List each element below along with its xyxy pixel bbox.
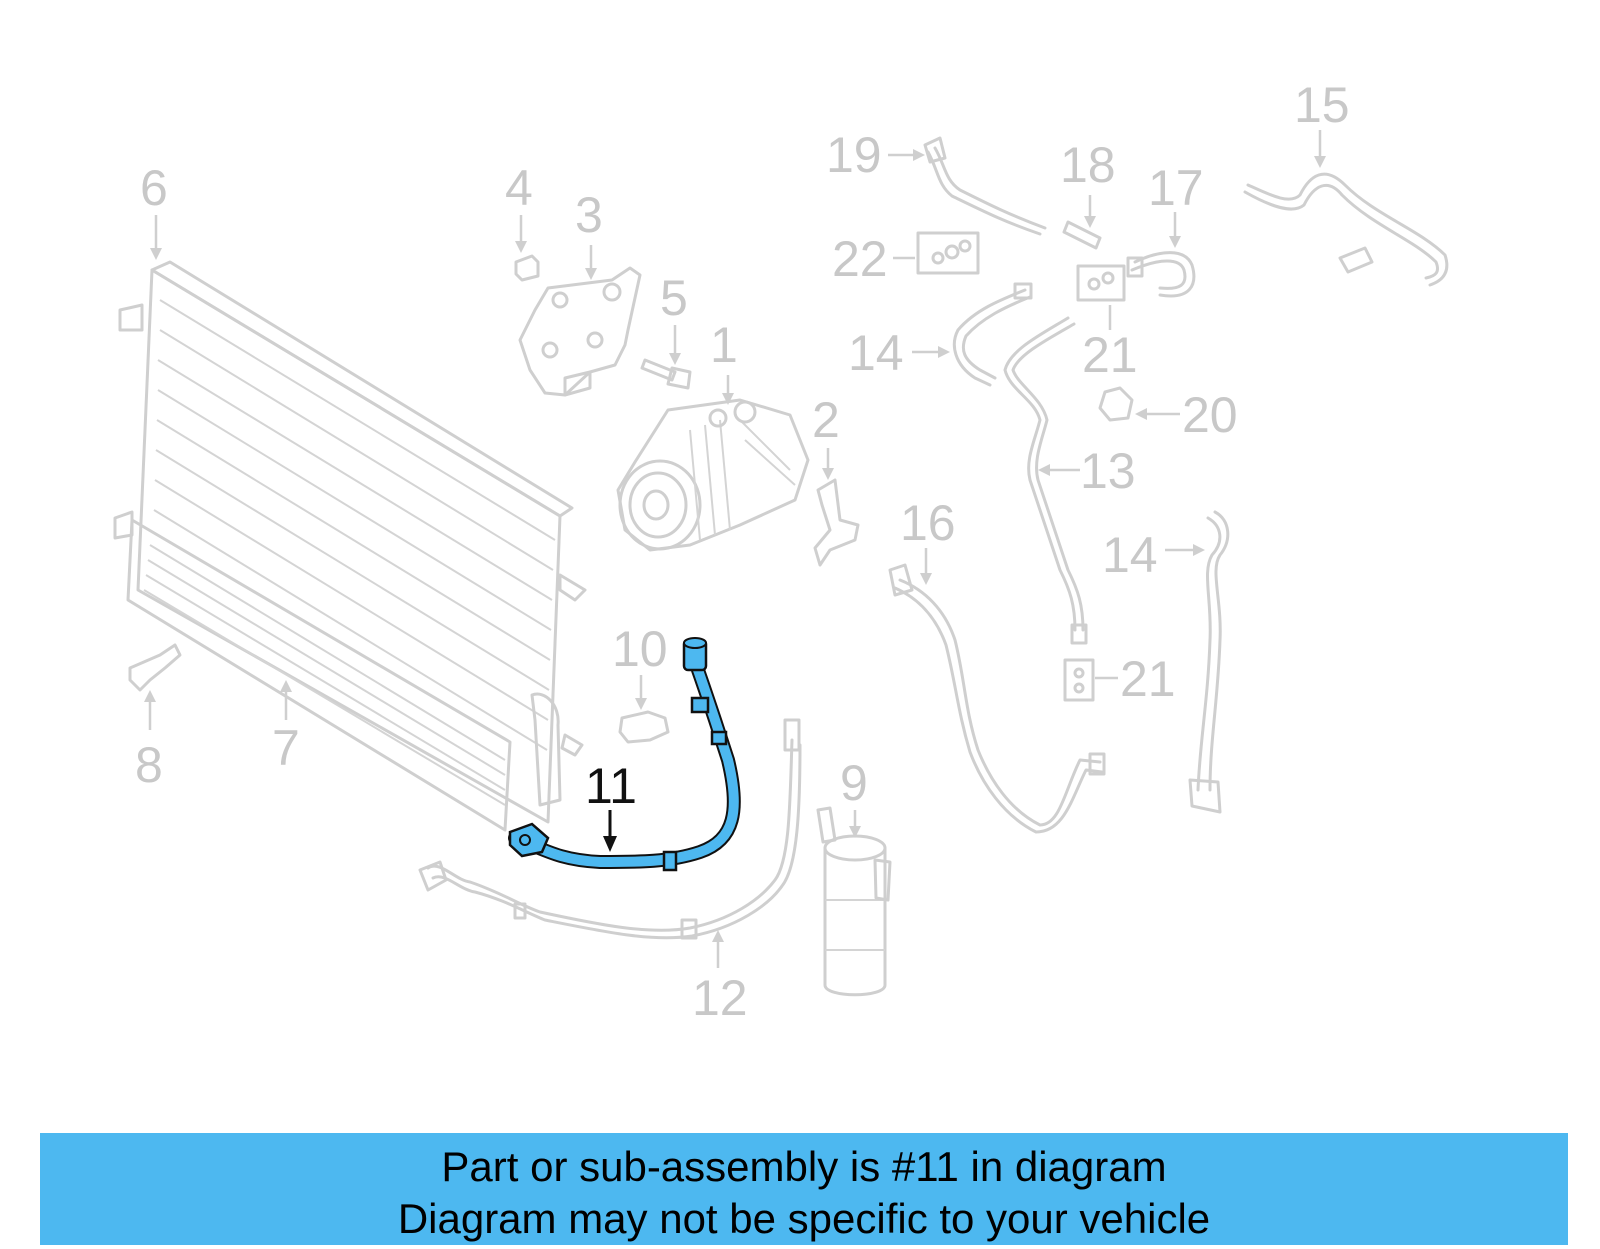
oring-kit-21-upper-part[interactable] xyxy=(1076,264,1126,302)
oring-kit-21-lower-part[interactable] xyxy=(1063,658,1095,702)
banner-line-1: Part or sub-assembly is #11 in diagram xyxy=(441,1143,1167,1190)
banner-line-2: Diagram may not be specific to your vehi… xyxy=(397,1195,1211,1242)
callout-21-upper: 21 xyxy=(1082,327,1138,383)
bracket-2-part[interactable] xyxy=(813,478,860,567)
callout-11-leader xyxy=(603,810,617,852)
condenser-part[interactable] xyxy=(113,260,587,832)
callout-6: 6 xyxy=(140,160,168,216)
nut-4-part[interactable] xyxy=(514,254,540,282)
hose-17-part[interactable] xyxy=(1126,251,1196,298)
oring-kit-22-part[interactable] xyxy=(916,231,980,275)
line-19-part[interactable] xyxy=(923,136,1047,236)
callout-18: 18 xyxy=(1060,137,1116,193)
bolt-5-part[interactable] xyxy=(640,358,692,390)
bracket-8-part[interactable] xyxy=(128,643,182,692)
callout-12: 12 xyxy=(692,970,748,1026)
line-13-part[interactable] xyxy=(1003,316,1088,645)
hose-12-part[interactable] xyxy=(418,718,802,940)
callout-11: 11 xyxy=(585,758,637,814)
valve-18-part[interactable] xyxy=(1062,220,1102,250)
pressure-switch-part[interactable] xyxy=(618,710,670,744)
callout-13: 13 xyxy=(1080,443,1136,499)
receiver-drier-part[interactable] xyxy=(816,806,892,997)
callout-8: 8 xyxy=(135,737,163,793)
callout-16: 16 xyxy=(900,495,956,551)
hose-16-part[interactable] xyxy=(888,563,1106,834)
parts-diagram: 1 2 3 4 5 6 7 8 9 10 11 12 13 14 14 15 1… xyxy=(113,77,1449,1026)
callout-1: 1 xyxy=(710,317,738,373)
callout-22: 22 xyxy=(832,231,888,287)
callout-4: 4 xyxy=(505,160,533,216)
hose-14-lower-part[interactable] xyxy=(1188,510,1230,814)
switch-20-part[interactable] xyxy=(1098,386,1134,422)
hose-15-part[interactable] xyxy=(1243,172,1449,287)
callout-14-lower: 14 xyxy=(1102,527,1158,583)
callout-21-lower: 21 xyxy=(1120,651,1176,707)
callout-7: 7 xyxy=(272,720,300,776)
hose-11-highlighted-part[interactable] xyxy=(508,637,741,872)
compressor-part[interactable] xyxy=(616,398,810,552)
callout-15: 15 xyxy=(1294,77,1350,133)
callout-3: 3 xyxy=(575,187,603,243)
callout-20: 20 xyxy=(1182,387,1238,443)
callout-5: 5 xyxy=(660,270,688,326)
callout-2: 2 xyxy=(812,392,840,448)
compressor-bracket-part[interactable] xyxy=(518,266,642,397)
hose-14-upper-part[interactable] xyxy=(952,282,1033,387)
info-banner: Part or sub-assembly is #11 in diagram D… xyxy=(40,1133,1568,1245)
callout-9: 9 xyxy=(840,755,868,811)
callout-19: 19 xyxy=(826,127,882,183)
callout-14-upper: 14 xyxy=(848,325,904,381)
callout-leaders xyxy=(144,130,1326,968)
callout-10: 10 xyxy=(612,621,668,677)
callout-labels: 1 2 3 4 5 6 7 8 9 10 11 12 13 14 14 15 1… xyxy=(135,77,1350,1026)
callout-17: 17 xyxy=(1148,160,1204,216)
